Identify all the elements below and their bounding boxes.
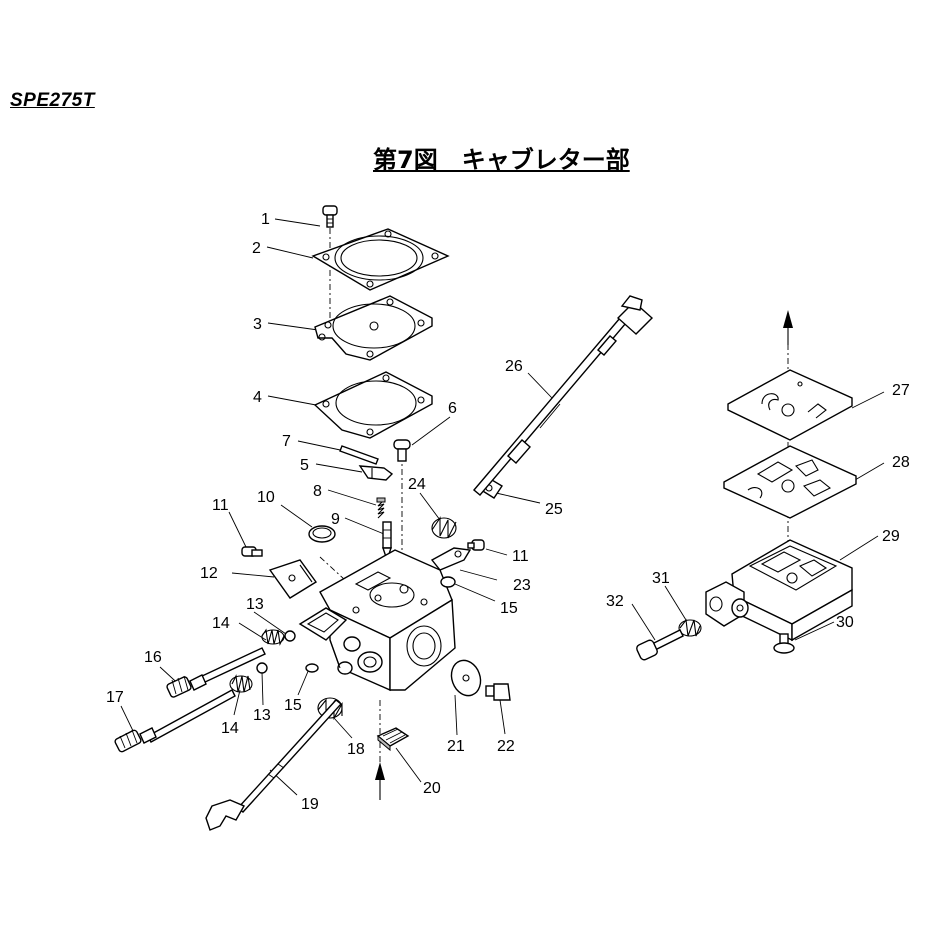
- callout-27: 27: [892, 382, 910, 399]
- part-11b-screw: [467, 539, 485, 551]
- part-20-filter-screen: [376, 727, 410, 752]
- model-name: SPE275T: [10, 90, 95, 111]
- part-15b-ring: [440, 576, 456, 588]
- callout-19: 19: [301, 796, 319, 813]
- part-13b-washer: [256, 662, 268, 674]
- part-16-adjusting-screw: [166, 647, 266, 698]
- callout-10: 10: [257, 489, 275, 506]
- callout-1: 1: [261, 211, 270, 228]
- part-22-screw: [485, 683, 511, 701]
- part-6-screw: [393, 439, 411, 462]
- callout-6: 6: [448, 400, 457, 417]
- callout-13b: 13: [253, 707, 271, 724]
- part-24-spring: [431, 516, 457, 539]
- callout-11b: 11: [512, 548, 529, 565]
- callout-2: 2: [252, 240, 261, 257]
- part-3-pump-diaphragm: [314, 295, 433, 361]
- part-10-welch-plug: [308, 525, 336, 543]
- part-11a-screw: [241, 546, 263, 557]
- callout-22: 22: [497, 738, 515, 755]
- part-21-choke-plate: [450, 659, 482, 697]
- callout-3: 3: [253, 316, 262, 333]
- callout-8: 8: [313, 483, 322, 500]
- callout-32: 32: [606, 593, 624, 610]
- direction-arrows: [375, 310, 793, 800]
- part-8-spring: [376, 497, 386, 519]
- callout-11a: 11: [212, 497, 229, 514]
- callout-21: 21: [447, 738, 465, 755]
- callout-5: 5: [300, 457, 309, 474]
- carburetor-body: [298, 549, 456, 692]
- part-31-spring: [678, 618, 702, 637]
- part-19-choke-shaft: [205, 699, 343, 831]
- part-7-pin: [339, 445, 379, 465]
- part-27-gasket: [727, 369, 853, 441]
- figure-title: 第7図 キャブレター部: [373, 146, 630, 174]
- part-1-screw: [322, 205, 338, 228]
- part-30-screw: [773, 633, 795, 654]
- callout-labels: 1 2 3 4 5 6 7 8 9 10 11 11 12 13 13 14 1…: [106, 211, 910, 813]
- part-14b-spring: [229, 674, 253, 693]
- part-15a-ring: [305, 663, 319, 673]
- callout-25: 25: [545, 501, 563, 518]
- part-32-screw: [636, 629, 684, 661]
- part-28-gasket: [723, 445, 857, 519]
- part-4-gasket: [313, 371, 433, 439]
- callout-9: 9: [331, 511, 340, 528]
- callout-29: 29: [882, 528, 900, 545]
- callout-18: 18: [347, 741, 365, 758]
- callout-16: 16: [144, 649, 162, 666]
- callout-30: 30: [836, 614, 854, 631]
- callout-13a: 13: [246, 596, 264, 613]
- callout-15b: 15: [500, 600, 518, 617]
- callout-26: 26: [505, 358, 523, 375]
- part-13a-washer: [284, 630, 296, 642]
- part-14a-spring: [261, 628, 285, 646]
- callout-4: 4: [253, 389, 262, 406]
- callout-15a: 15: [284, 697, 302, 714]
- callout-14a: 14: [212, 615, 230, 632]
- part-26-throttle-shaft: [473, 295, 654, 496]
- callout-28: 28: [892, 454, 910, 471]
- callout-24: 24: [408, 476, 426, 493]
- part-2-pump-cover: [311, 228, 450, 291]
- part-23-lever: [430, 547, 472, 571]
- callout-12: 12: [200, 565, 218, 582]
- part-12-throttle-plate: [268, 559, 318, 599]
- callout-17: 17: [106, 689, 124, 706]
- part-17-adjusting-screw: [114, 689, 236, 753]
- callout-20: 20: [423, 780, 441, 797]
- callout-14b: 14: [221, 720, 239, 737]
- part-5-metering-lever: [358, 465, 394, 481]
- callout-23: 23: [513, 577, 531, 594]
- callout-31: 31: [652, 570, 670, 587]
- part-29-metering-cover: [705, 539, 853, 642]
- callout-7: 7: [282, 433, 291, 450]
